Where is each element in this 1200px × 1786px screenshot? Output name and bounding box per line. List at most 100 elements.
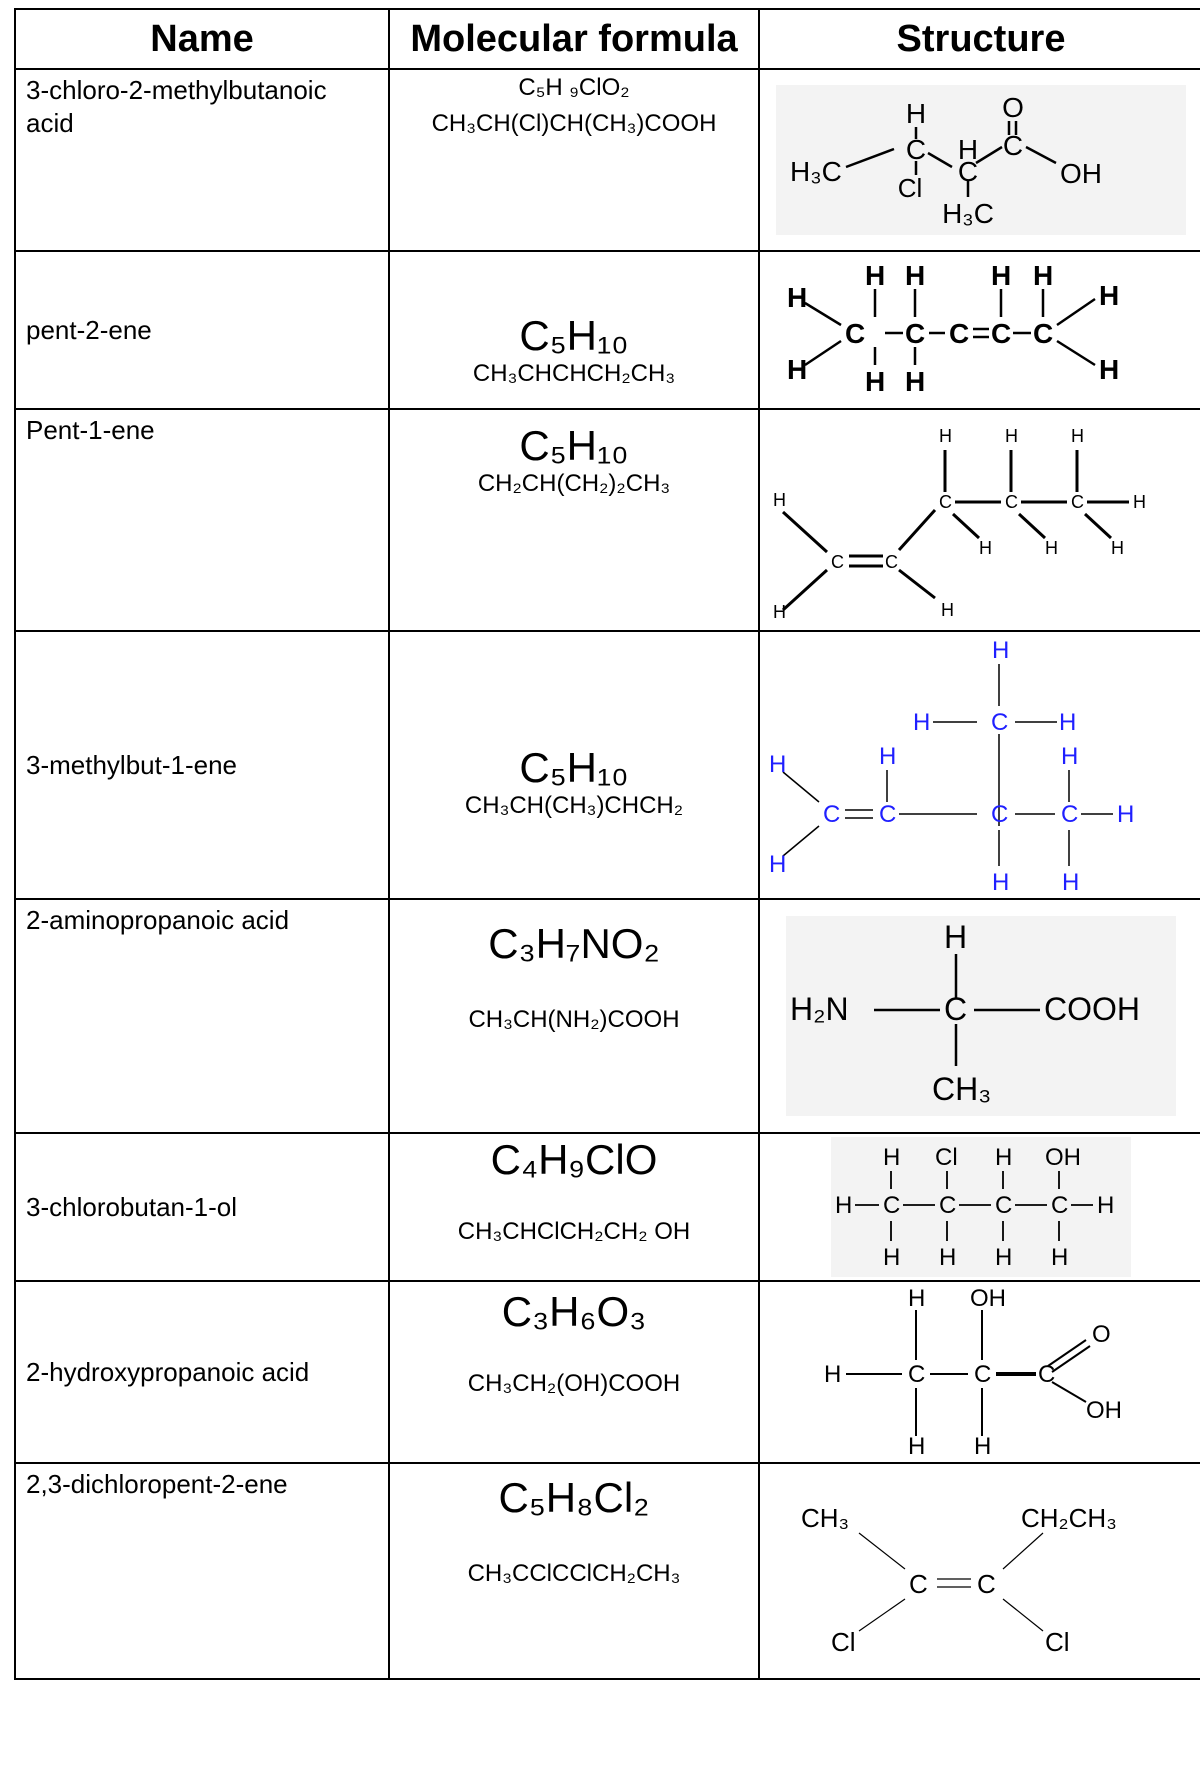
atom-label: H	[944, 919, 967, 955]
formula-cell: C₅H ₉ClO₂ CH₃CH(Cl)CH(CH₃)COOH	[388, 68, 760, 252]
structure-cell: H H₂N C COOH CH₃	[758, 898, 1200, 1134]
atom-label: H	[879, 743, 896, 770]
atom-label: CH₃	[932, 1071, 991, 1107]
formula-cell: C₅H₁₀ CH₃CHCHCH₂CH₃	[388, 250, 760, 410]
atom-label: H	[865, 260, 885, 291]
molecular-formula: C₅H ₉ClO₂	[518, 74, 630, 101]
molecular-formula: C₅H₁₀	[519, 744, 629, 791]
atom-label: H	[1059, 709, 1076, 736]
structure-3-chlorobutan-1-ol: H Cl H OH H C C C C H H H H H	[831, 1137, 1131, 1277]
atom-label: C	[845, 318, 865, 349]
atom-label: C	[995, 1192, 1012, 1219]
atom-label: Cl	[1045, 1627, 1070, 1657]
atom-label: H	[835, 1192, 852, 1219]
atom-label: OH	[1086, 1397, 1122, 1424]
atom-label: H	[979, 538, 992, 558]
atom-label: C	[905, 318, 925, 349]
atom-label: C	[1071, 492, 1084, 512]
atom-label: H	[1005, 426, 1018, 446]
atom-label: OH	[1045, 1144, 1081, 1171]
atom-label: OH	[970, 1286, 1006, 1312]
atom-label: H	[941, 600, 954, 620]
atom-label: C	[991, 318, 1011, 349]
condensed-formula: CH₃CClCClCH₂CH₃	[467, 1560, 681, 1587]
atom-label: C	[908, 1361, 925, 1388]
atom-label: C	[1061, 801, 1078, 828]
formula-cell: C₄H₉ClO CH₃CHClCH₂CH₂ OH	[388, 1132, 760, 1282]
atom-label: H	[913, 709, 930, 736]
atom-label: C	[1038, 1361, 1055, 1388]
atom-label: C	[949, 318, 969, 349]
atom-label: C	[823, 801, 840, 828]
structure-cell: H H C H H C H H C H C H C H H	[758, 250, 1200, 410]
formula-cell: C₃H₇NO₂ CH₃CH(NH₂)COOH	[388, 898, 760, 1134]
compound-name: 2,3-dichloropent-2-ene	[14, 1462, 390, 1680]
structure-cell: H Cl H OH H C C C C H H H H H	[758, 1132, 1200, 1282]
header-structure: Structure	[758, 8, 1200, 70]
table-row: Pent-1-ene C₅H₁₀ CH₂CH(CH₂)₂CH₃	[14, 408, 1200, 632]
atom-label: C	[944, 991, 967, 1027]
condensed-formula: CH₃CH(Cl)CH(CH₃)COOH	[431, 110, 717, 137]
structure-pent-2-ene: H H C H H C H H C H C H C H H	[787, 260, 1119, 397]
atom-label: H	[905, 260, 925, 291]
condensed-formula: CH₃CH(NH₂)COOH	[468, 1006, 680, 1033]
structure-cell: H OH H C C C O OH H H	[758, 1280, 1200, 1464]
atom-label: H	[1099, 280, 1119, 311]
compound-name: 2-hydroxypropanoic acid	[14, 1280, 390, 1464]
molecular-formula: C₅H₁₀	[519, 312, 629, 359]
formula-cell: C₅H₁₀ CH₂CH(CH₂)₂CH₃	[388, 408, 760, 632]
compound-name: 3-methylbut-1-ene	[14, 630, 390, 900]
atom-label: H	[769, 851, 786, 878]
atom-label: H	[787, 282, 807, 313]
structure-cell: H H C H H H H C C C C H H H H	[758, 630, 1200, 900]
atom-label: H	[1033, 260, 1053, 291]
atom-label: H	[1071, 426, 1084, 446]
formula-cell: C₃H₆O₃ CH₃CH₂(OH)COOH	[388, 1280, 760, 1464]
atom-label: H₃C	[942, 198, 994, 229]
formula-cell: C₅H₁₀ CH₃CH(CH₃)CHCH₂	[388, 630, 760, 900]
atom-label: H	[992, 637, 1009, 664]
atom-label: H	[905, 366, 925, 397]
molecular-formula: C₃H₇NO₂	[488, 920, 660, 967]
atom-label: C	[885, 552, 898, 572]
atom-label: H	[1061, 743, 1078, 770]
atom-label: H	[1099, 354, 1119, 385]
atom-label: COOH	[1044, 991, 1140, 1027]
compound-name: 3-chloro-2-methylbutanoic acid	[14, 68, 390, 252]
atom-label: H	[865, 366, 885, 397]
atom-label: C	[883, 1192, 900, 1219]
atom-label: H	[908, 1433, 925, 1458]
atom-label: H	[1117, 801, 1134, 828]
atom-label: O	[1002, 92, 1024, 123]
condensed-formula: CH₃CH(CH₃)CHCH₂	[464, 792, 684, 819]
atom-label: C	[939, 492, 952, 512]
structure-pent-1-ene: H H C C H C H C H C H H H H H	[773, 426, 1146, 620]
atom-label: H₃C	[790, 156, 842, 187]
atom-label: H	[992, 869, 1009, 896]
table-row: 2-hydroxypropanoic acid C₃H₆O₃ CH₃CH₂(OH…	[14, 1280, 1200, 1464]
molecular-formula: C₅H₁₀	[519, 422, 629, 469]
structure-cell: H H C C H C H C H C H H H H H	[758, 408, 1200, 632]
atom-label: H	[1062, 869, 1079, 896]
atom-label: C	[1003, 130, 1023, 161]
table-row: pent-2-ene C₅H₁₀ CH₃CHCHCH₂CH₃	[14, 250, 1200, 410]
formula-cell: C₅H₈Cl₂ CH₃CClCClCH₂CH₃	[388, 1462, 760, 1680]
compound-name: 3-chlorobutan-1-ol	[14, 1132, 390, 1282]
table-row: 2-aminopropanoic acid C₃H₇NO₂ CH₃CH(NH₂)…	[14, 898, 1200, 1134]
atom-label: H	[939, 1244, 956, 1271]
atom-label: H	[906, 98, 926, 129]
structure-cell: CH₃ CH₂CH₃ C C Cl Cl	[758, 1462, 1200, 1680]
atom-label: C	[1005, 492, 1018, 512]
atom-label: H	[995, 1144, 1012, 1171]
atom-label: C	[977, 1569, 996, 1599]
atom-label: C	[974, 1361, 991, 1388]
structure-2-hydroxypropanoic-acid: H OH H C C C O OH H H	[824, 1286, 1122, 1458]
atom-label: H	[1097, 1192, 1114, 1219]
structure-3-chloro-2-methylbutanoic-acid: H C H₃C Cl H C H₃C O C OH	[776, 85, 1186, 235]
atom-label: C	[906, 134, 926, 165]
header-row: Name Molecular formula Structure	[14, 8, 1200, 70]
atom-label: O	[1092, 1321, 1111, 1348]
atom-label: H	[974, 1433, 991, 1458]
atom-label: H	[883, 1144, 900, 1171]
atom-label: H	[995, 1244, 1012, 1271]
